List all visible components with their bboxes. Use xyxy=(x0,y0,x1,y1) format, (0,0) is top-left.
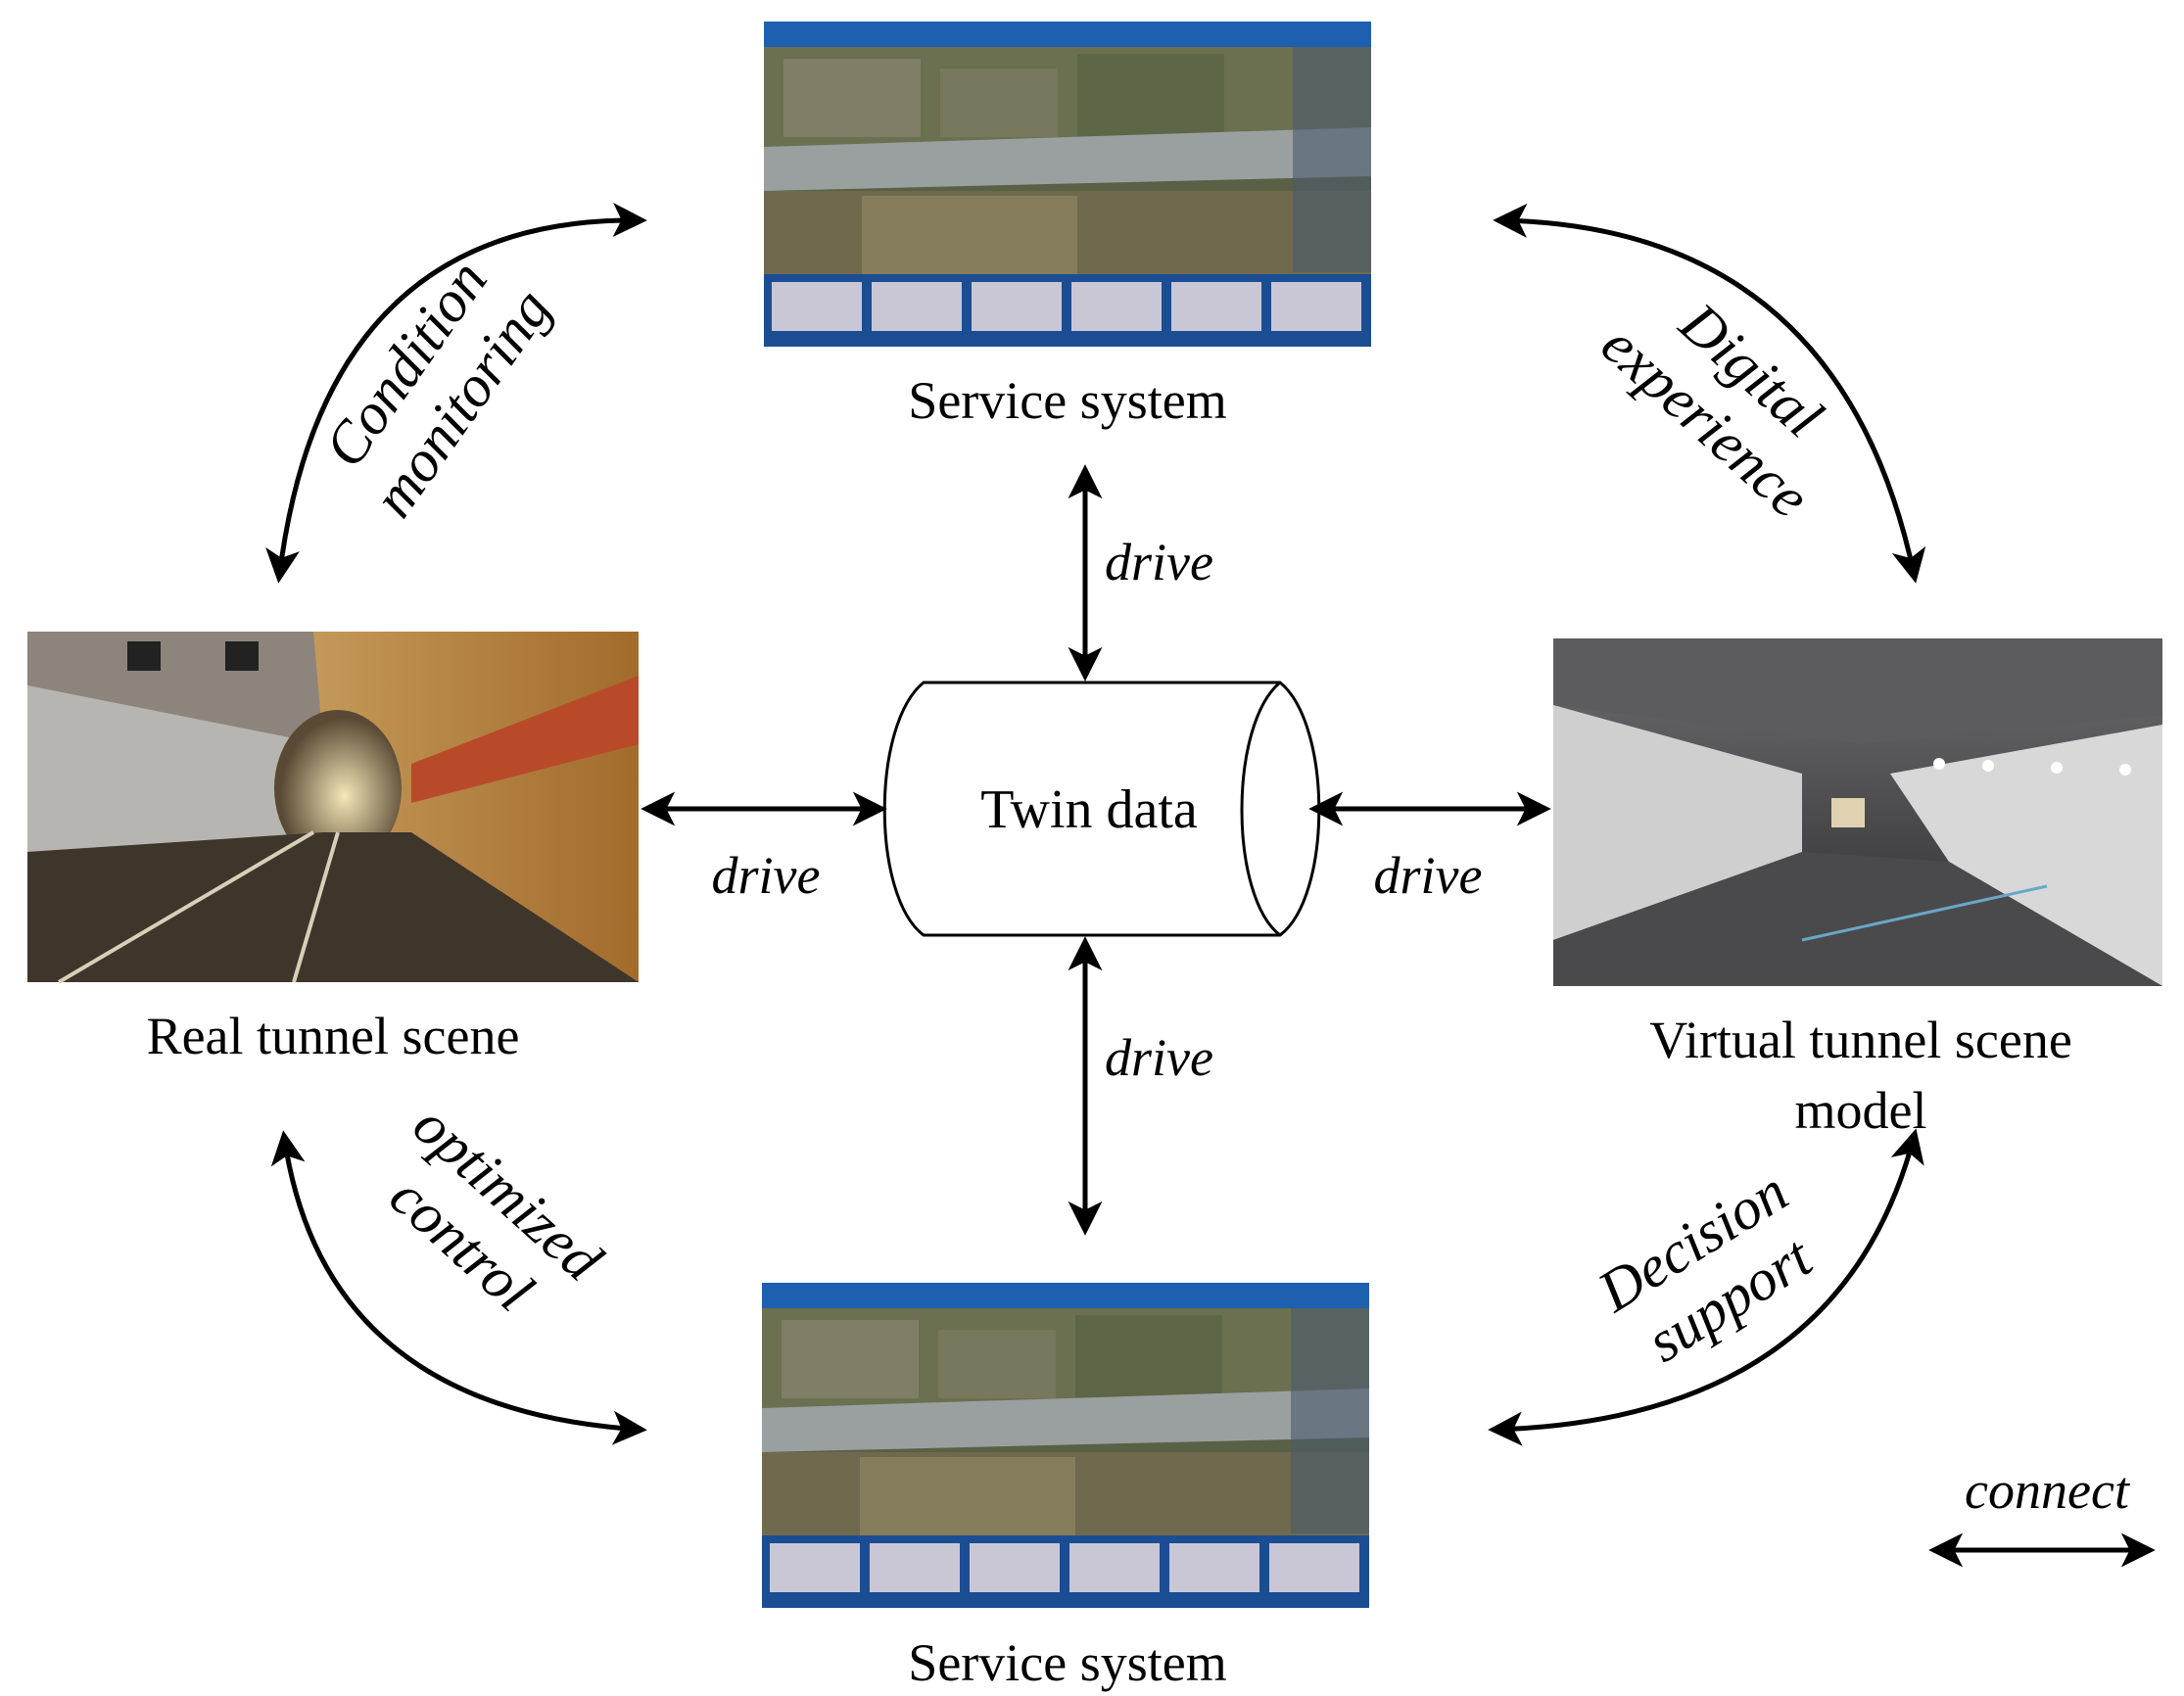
optimized-control-label: optimized control xyxy=(378,1092,615,1323)
decision-support-label: Decision support xyxy=(1587,1158,1824,1374)
virtual-tunnel-caption-line2: model xyxy=(1795,1081,1927,1140)
twin-data-cylinder xyxy=(882,681,1321,937)
legend-connect-label: connect xyxy=(1965,1461,2131,1520)
service-system-top-image xyxy=(764,22,1371,347)
service-system-bottom-image xyxy=(762,1283,1369,1608)
service-system-top-caption: Service system xyxy=(908,371,1226,430)
real-tunnel-image xyxy=(27,632,639,984)
curve-arrow-bottom-right xyxy=(1488,1128,1924,1446)
real-tunnel-caption: Real tunnel scene xyxy=(147,1007,520,1065)
curve-arrow-top-right xyxy=(1493,203,1926,584)
drive-label-top: drive xyxy=(1105,533,1213,591)
twin-data-label: Twin data xyxy=(980,779,1198,840)
drive-label-right: drive xyxy=(1374,846,1483,905)
service-system-bottom-caption: Service system xyxy=(908,1633,1226,1692)
curve-arrow-top-left xyxy=(265,203,647,584)
digital-experience-label: Digital experience xyxy=(1590,290,1835,531)
curve-arrow-bottom-left xyxy=(270,1130,647,1445)
virtual-tunnel-image xyxy=(1553,638,2162,986)
drive-label-left: drive xyxy=(712,846,821,905)
virtual-tunnel-caption-line1: Virtual tunnel scene xyxy=(1649,1011,2072,1069)
condition-monitoring-label: Condition monitoring xyxy=(311,249,563,529)
drive-label-bottom: drive xyxy=(1105,1028,1213,1087)
